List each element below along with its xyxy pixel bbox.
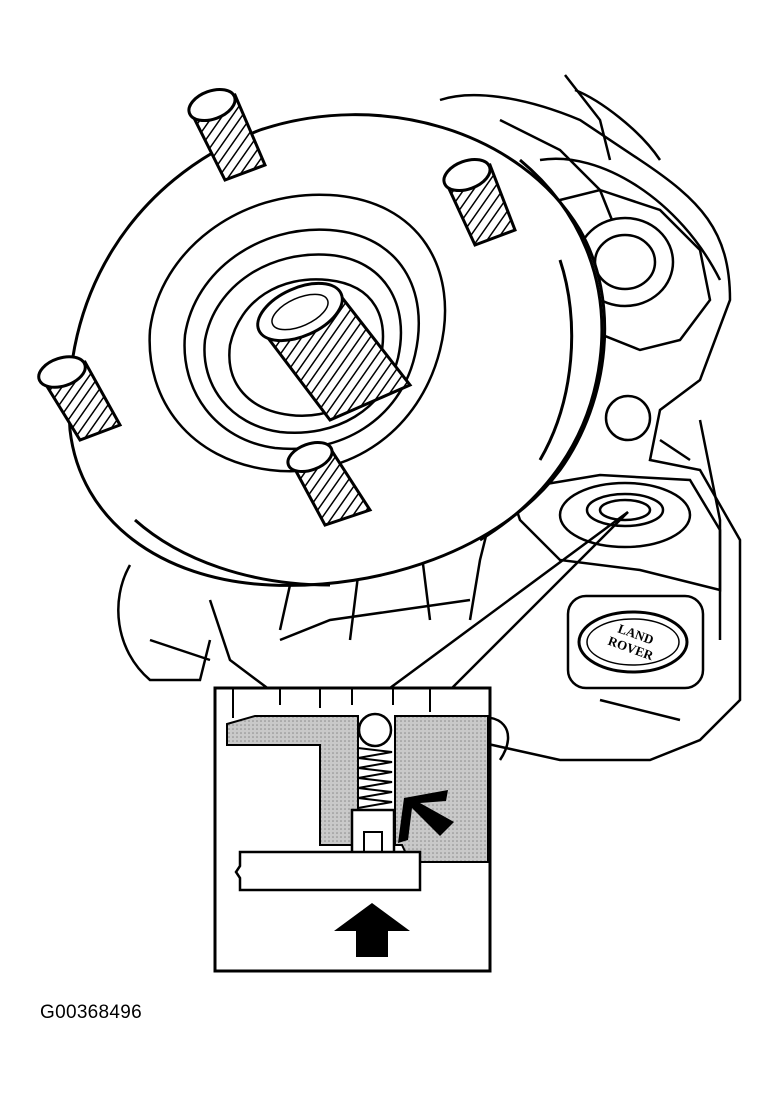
land-rover-logo: LAND ROVER: [566, 594, 705, 690]
check-ball: [357, 712, 393, 748]
callout-leader: [389, 510, 629, 690]
tool-block: [234, 850, 422, 892]
wheel-stud-right: [442, 157, 517, 247]
detail-inset: [213, 686, 492, 973]
diagonal-arrow-icon: [398, 790, 454, 843]
wheel-stud-top: [187, 87, 267, 182]
figure-id-label: G00368496: [40, 1002, 143, 1023]
wheel-stud-bottom: [286, 440, 373, 527]
wheel-stud-left: [37, 355, 123, 442]
drive-shaft-thread: [256, 281, 413, 422]
up-arrow-icon: [334, 903, 410, 957]
bleed-spring: [357, 747, 393, 809]
